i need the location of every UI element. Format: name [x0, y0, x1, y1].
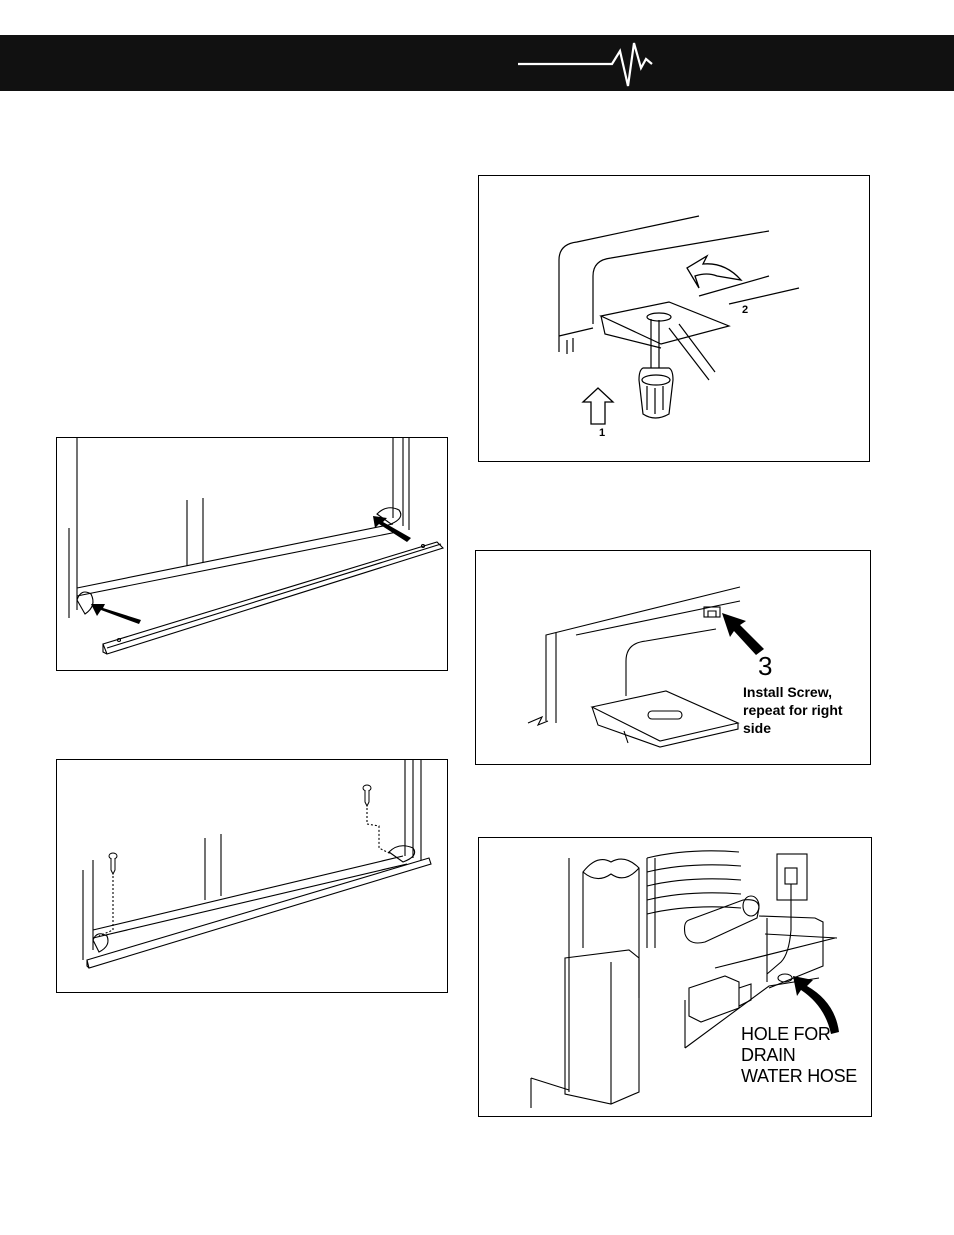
heartbeat-pulse-icon	[0, 35, 954, 91]
figure-rail-screws	[56, 759, 448, 993]
screw-icon	[363, 785, 371, 806]
window-rail-illustration	[57, 438, 448, 671]
drain-hose-hole-label: HOLE FOR DRAIN WATER HOSE	[741, 1024, 861, 1087]
pointer-arrow-icon	[722, 613, 764, 655]
install-screw-note: Install Screw, repeat for right side	[743, 683, 871, 737]
drain-tray-illustration	[479, 176, 870, 462]
step-2-label: 2	[742, 304, 748, 316]
up-arrow-icon	[583, 388, 613, 424]
figure-drain-tray: 1 2	[478, 175, 870, 462]
pointer-arrow-icon	[91, 604, 141, 624]
step-1-label: 1	[599, 427, 605, 439]
pointer-arrow-icon	[373, 516, 411, 542]
figure-window-rail	[56, 437, 448, 671]
figure-install-screw: 3 Install Screw, repeat for right side	[475, 550, 871, 765]
curved-arrow-icon	[687, 256, 741, 288]
step-3-label: 3	[758, 651, 772, 682]
rail-screws-illustration	[57, 760, 448, 993]
figure-drain-hose: HOLE FOR DRAIN WATER HOSE	[478, 837, 872, 1117]
screw-icon	[109, 853, 117, 874]
header-bar	[0, 35, 954, 91]
